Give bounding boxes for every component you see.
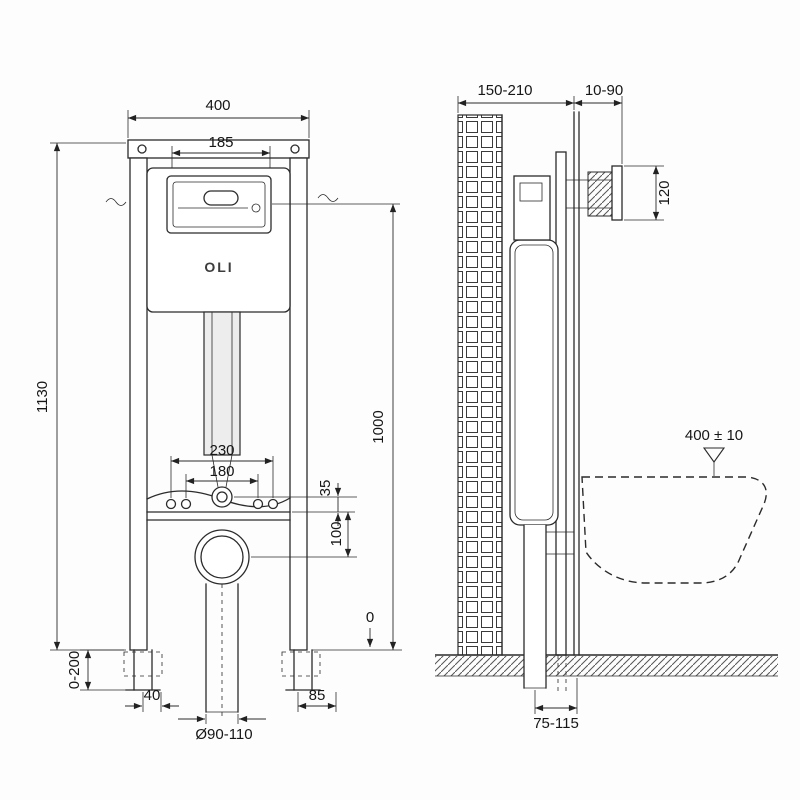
front-view: OLI: [34, 97, 402, 743]
dim-pipe-to-drain: 100: [251, 511, 357, 558]
dim-plate-cutout-height: 120: [624, 165, 673, 221]
dim-plate-width: 185: [171, 134, 271, 168]
level-triangle-icon: [702, 447, 726, 463]
wall-section-hatch: [587, 171, 615, 217]
dim-plate-center-height: 100 0: [272, 203, 402, 651]
dim-frame-height: 1130: [34, 142, 126, 651]
break-mark-left: [105, 198, 127, 206]
dim-feet-adjust: 0-200: [66, 649, 126, 691]
adjustable-feet: [123, 649, 321, 691]
drain-connection: [194, 529, 250, 716]
flush-plate-inner: [172, 181, 266, 228]
drain-socket-inner: [200, 535, 244, 579]
dim-85-label: 85: [309, 687, 326, 704]
dim-plate-width-label: 185: [208, 134, 233, 151]
left-rail: [129, 157, 148, 651]
left-foot-sleeve: [123, 651, 163, 677]
side-dimensions: 150-210 10-90 120 400 ± 10: [457, 82, 743, 732]
dim-frame-height-label: 1130: [34, 381, 51, 413]
dim-fixing-inner: 180: [185, 463, 259, 498]
mount-hole-left: [137, 144, 147, 154]
cistern: OLI: [146, 167, 291, 313]
flush-bend-body: [203, 311, 241, 456]
dim-bowl-height-label: 400 ± 10: [685, 427, 743, 444]
flush-pipe-outlet: [211, 486, 233, 508]
flush-plate-frame: [166, 175, 272, 234]
flush-plate-profile: [611, 165, 623, 221]
fixing-bolt-hole: [165, 498, 177, 510]
brand-label: OLI: [204, 259, 233, 275]
dim-plate-center-height-label: 1000: [370, 410, 387, 443]
drain-pipe-mask: [524, 525, 546, 688]
cistern-side-body: [509, 239, 559, 526]
dim-drain-diameter: Ø90-110: [178, 714, 266, 743]
fixing-bolt-hole: [252, 498, 264, 510]
plate-detail-circle: [251, 203, 261, 213]
dim-plate-cutout-height-label: 120: [656, 180, 673, 205]
dim-wall-finish-depth: 10-90: [574, 82, 623, 164]
dim-feet-adjust-label: 0-200: [66, 651, 83, 689]
dim-frame-width: 400: [127, 97, 310, 138]
dim-85: 85: [297, 687, 337, 712]
dim-wall-finish-depth-label: 10-90: [585, 82, 623, 99]
fixing-bolt-hole: [180, 498, 192, 510]
cistern-body: [146, 167, 291, 313]
dim-frame-depth-label: 150-210: [477, 82, 532, 99]
floor-zero-label: 0: [366, 609, 374, 626]
dim-pipe-offset: 35: [234, 480, 357, 526]
flush-button: [203, 190, 239, 206]
dim-40: 40: [125, 687, 179, 712]
flush-valve-detail: [519, 182, 543, 202]
mount-hole-right: [290, 144, 300, 154]
pan-mounting-area: [146, 486, 291, 521]
flush-valve: [513, 175, 551, 241]
dim-frame-width-label: 400: [205, 97, 230, 114]
dim-bowl-height: 400 ± 10: [685, 427, 743, 476]
flush-pipe-outlet-inner: [216, 491, 228, 503]
dim-pipe-offset-label: 35: [317, 480, 334, 497]
dim-frame-depth: 150-210: [457, 82, 575, 113]
cistern-side-inner: [514, 244, 554, 521]
side-view: 150-210 10-90 120 400 ± 10: [435, 82, 778, 732]
dim-drain-diameter-label: Ø90-110: [195, 726, 252, 743]
dim-pipe-to-drain-label: 100: [328, 521, 345, 546]
right-foot-sleeve: [281, 651, 321, 677]
dim-fixing-outer-label: 230: [209, 442, 234, 459]
toilet-bowl-outline: [581, 476, 767, 584]
drain-side: [523, 524, 574, 692]
right-rail: [289, 157, 308, 651]
fixing-bolt-hole: [267, 498, 279, 510]
dim-drain-wall-offset-label: 75-115: [533, 715, 579, 732]
flush-plate-side: [566, 165, 623, 221]
dim-fixing-inner-label: 180: [209, 463, 234, 480]
tiled-wall: [457, 114, 503, 656]
dim-fixing-outer: 230: [170, 442, 274, 498]
dim-40-label: 40: [144, 687, 161, 704]
front-dimensions: 400 185 1130 100 0: [34, 97, 402, 743]
cistern-side: [509, 175, 559, 526]
dim-floor-zero: 0: [366, 609, 374, 647]
dim-drain-wall-offset: 75-115: [533, 678, 579, 732]
break-mark-right: [317, 194, 339, 202]
floor: [435, 654, 778, 677]
flush-pipe: [203, 311, 241, 488]
drain-socket-outer: [194, 529, 250, 585]
floor-hatch: [435, 656, 778, 676]
